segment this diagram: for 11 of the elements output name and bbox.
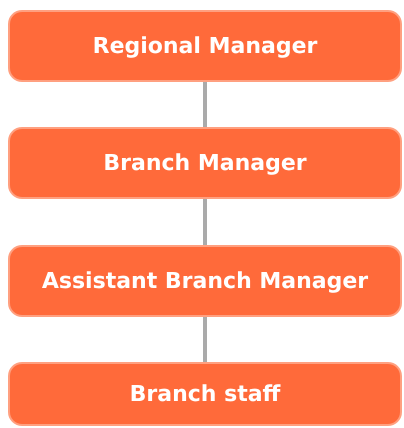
role-title: Branch Manager [103,150,307,176]
role-title: Regional Manager [92,34,318,58]
role-box [8,10,402,82]
role-box [8,362,402,426]
connector-line [203,199,207,245]
role-box [8,245,402,317]
connector-line [203,82,207,127]
connector-line [203,317,207,362]
role-title: Branch staff [130,382,280,406]
role-box [8,127,402,199]
role-title: Assistant Branch Manager [42,268,368,294]
